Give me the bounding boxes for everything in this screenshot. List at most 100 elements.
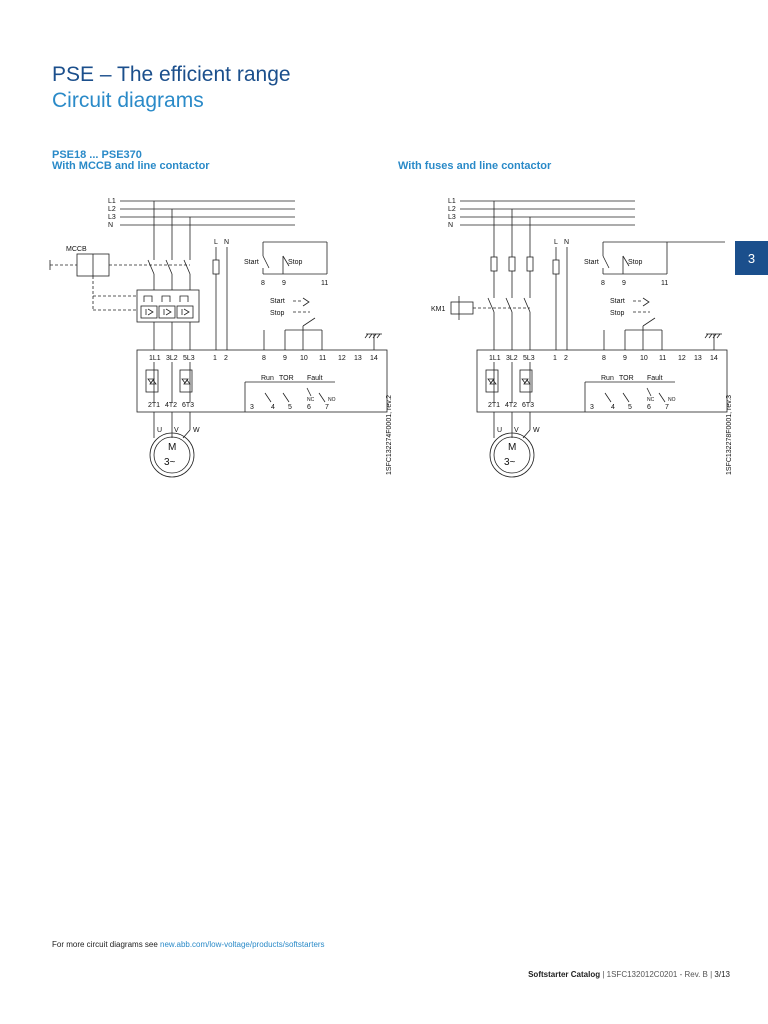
label-w: W xyxy=(193,427,200,434)
label-n: N xyxy=(448,222,453,229)
term-11: 11 xyxy=(319,355,326,362)
page-subtitle: Circuit diagrams xyxy=(52,89,204,112)
footnote-link[interactable]: new.abb.com/low-voltage/products/softsta… xyxy=(160,940,325,949)
footer-sep: | xyxy=(600,970,607,979)
footer-catalog: Softstarter Catalog xyxy=(528,970,601,979)
relay-5: 5 xyxy=(628,404,632,411)
label-t11: 11 xyxy=(661,280,668,287)
relay-4: 4 xyxy=(611,404,615,411)
label-t8: 8 xyxy=(261,280,265,287)
out-2t1: 2T1 xyxy=(488,402,500,409)
term-8: 8 xyxy=(262,355,266,362)
label-mccb: MCCB xyxy=(66,246,87,253)
term-10: 10 xyxy=(300,355,308,362)
right-diagram-heading: With fuses and line contactor xyxy=(398,160,552,172)
label-nn: N xyxy=(564,239,569,246)
relay-3: 3 xyxy=(250,404,254,411)
term-13: 13 xyxy=(354,355,362,362)
term-10: 10 xyxy=(640,355,648,362)
term-14: 14 xyxy=(370,355,378,362)
term-5l3: 5L3 xyxy=(523,355,535,362)
relay-6: 6 xyxy=(647,404,651,411)
label-nc: NC xyxy=(647,397,655,403)
motor-m: M xyxy=(508,442,516,453)
label-t8: 8 xyxy=(601,280,605,287)
label-l1: L1 xyxy=(448,198,456,205)
footer-sep: | xyxy=(707,970,715,979)
footer-page-number: 3/13 xyxy=(714,970,730,979)
page-title: PSE – The efficient range xyxy=(52,63,291,86)
label-l1: L1 xyxy=(108,198,116,205)
term-2: 2 xyxy=(224,355,228,362)
footnote: For more circuit diagrams see new.abb.co… xyxy=(52,940,325,949)
label-no: NO xyxy=(328,397,336,403)
label-stop: Stop xyxy=(628,259,643,266)
chapter-tab[interactable]: 3 xyxy=(735,241,768,275)
term-2: 2 xyxy=(564,355,568,362)
term-13: 13 xyxy=(694,355,702,362)
term-9: 9 xyxy=(623,355,627,362)
relay-5: 5 xyxy=(288,404,292,411)
relay-7: 7 xyxy=(665,404,669,411)
label-run: Run xyxy=(601,375,614,382)
label-fault: Fault xyxy=(647,375,663,382)
label-l: L xyxy=(214,239,218,246)
label-v: V xyxy=(174,427,179,434)
label-t9: 9 xyxy=(282,280,286,287)
term-12: 12 xyxy=(338,355,346,362)
motor-m: M xyxy=(168,442,176,453)
label-l2: L2 xyxy=(108,206,116,213)
out-4t2: 4T2 xyxy=(165,402,177,409)
label-stop2: Stop xyxy=(610,310,625,317)
left-diagram-heading: With MCCB and line contactor xyxy=(52,160,210,172)
label-nc: NC xyxy=(307,397,315,403)
out-6t3: 6T3 xyxy=(522,402,534,409)
label-t9: 9 xyxy=(622,280,626,287)
relay-7: 7 xyxy=(325,404,329,411)
label-start: Start xyxy=(584,259,599,266)
right-diagram-svg: L1 L2 L3 N KM1 L N Start Stop 8 9 11 Sta… xyxy=(431,198,733,478)
label-fault: Fault xyxy=(307,375,323,382)
label-start2: Start xyxy=(610,298,625,305)
label-u: U xyxy=(157,427,162,434)
term-1: 1 xyxy=(213,355,217,362)
relay-3: 3 xyxy=(590,404,594,411)
label-l: L xyxy=(554,239,558,246)
motor-3phase: 3~ xyxy=(504,457,516,468)
relay-6: 6 xyxy=(307,404,311,411)
label-no: NO xyxy=(668,397,676,403)
out-6t3: 6T3 xyxy=(182,402,194,409)
term-1l1: 1L1 xyxy=(489,355,501,362)
term-12: 12 xyxy=(678,355,686,362)
term-8: 8 xyxy=(602,355,606,362)
label-nn: N xyxy=(224,239,229,246)
term-1l1: 1L1 xyxy=(149,355,161,362)
term-3l2: 3L2 xyxy=(166,355,178,362)
label-start2: Start xyxy=(270,298,285,305)
label-l3: L3 xyxy=(448,214,456,221)
term-14: 14 xyxy=(710,355,718,362)
term-11: 11 xyxy=(659,355,666,362)
label-stop: Stop xyxy=(288,259,303,266)
doc-id: 1SFC132278F0001, rev.3 xyxy=(726,395,733,475)
motor-3phase: 3~ xyxy=(164,457,176,468)
term-1: 1 xyxy=(553,355,557,362)
relay-4: 4 xyxy=(271,404,275,411)
label-tor: TOR xyxy=(279,375,294,382)
label-km1: KM1 xyxy=(431,306,446,313)
label-run: Run xyxy=(261,375,274,382)
range-label: PSE18 ... PSE370 xyxy=(52,149,142,161)
footnote-text: For more circuit diagrams see xyxy=(52,940,161,949)
label-w: W xyxy=(533,427,540,434)
doc-id: 1SFC132274F0001, rev.2 xyxy=(386,395,393,475)
out-2t1: 2T1 xyxy=(148,402,160,409)
out-4t2: 4T2 xyxy=(505,402,517,409)
label-v: V xyxy=(514,427,519,434)
right-circuit-diagram: L1 L2 L3 N KM1 L N Start Stop 8 9 11 Sta… xyxy=(385,190,765,490)
page-footer: Softstarter Catalog | 1SFC132012C0201 - … xyxy=(0,970,730,979)
label-n: N xyxy=(108,222,113,229)
label-start: Start xyxy=(244,259,259,266)
label-l2: L2 xyxy=(448,206,456,213)
term-9: 9 xyxy=(283,355,287,362)
term-3l2: 3L2 xyxy=(506,355,518,362)
